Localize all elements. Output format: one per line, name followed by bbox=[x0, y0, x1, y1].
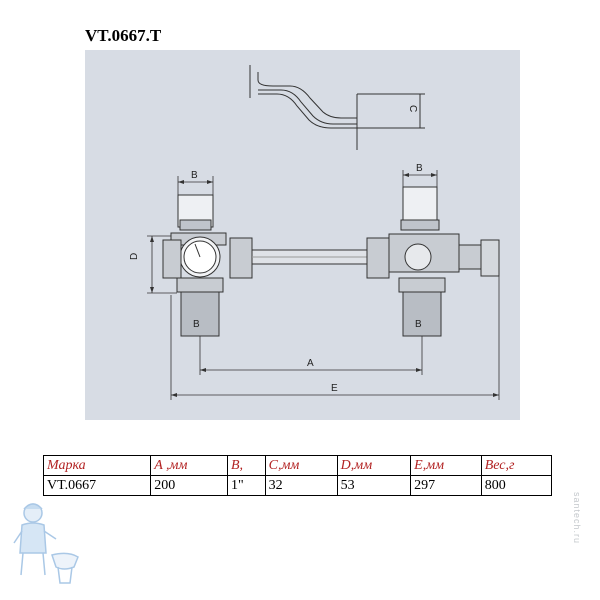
spec-table: Марка A ,мм B, C,мм D,мм E,мм Вес,г VT.0… bbox=[42, 455, 553, 496]
right-valve bbox=[366, 186, 500, 337]
header-cell: A ,мм bbox=[150, 455, 228, 476]
page-title: VT.0667.T bbox=[85, 26, 162, 45]
dimension-b-label-top-left: B bbox=[191, 170, 198, 181]
table-cell: 32 bbox=[264, 475, 338, 496]
header-cell: C,мм bbox=[264, 455, 338, 476]
header-cell: E,мм bbox=[410, 455, 482, 476]
spec-table-header: Марка A ,мм B, C,мм D,мм E,мм Вес,г bbox=[42, 455, 553, 476]
side-view-pipe bbox=[249, 65, 425, 150]
left-valve bbox=[162, 194, 253, 337]
dimension-lines bbox=[147, 170, 500, 400]
dimension-b-label-bottom-right: B bbox=[415, 319, 422, 330]
plumber-mascot-icon bbox=[13, 503, 79, 584]
table-cell: 200 bbox=[150, 475, 228, 496]
table-cell: 53 bbox=[336, 475, 412, 496]
dimension-d-label: D bbox=[129, 253, 140, 260]
dimension-b-label-bottom-left: B bbox=[193, 319, 200, 330]
table-cell: 800 bbox=[480, 475, 553, 496]
dimension-b-label-top-right: B bbox=[416, 163, 423, 174]
dimension-e-label: E bbox=[331, 383, 338, 394]
technical-drawing: C bbox=[85, 50, 520, 420]
table-cell: VT.0667 bbox=[42, 475, 152, 496]
header-cell: Вес,г bbox=[480, 455, 553, 476]
dimension-a-label: A bbox=[307, 358, 314, 369]
table-row: VT.0667 200 1" 32 53 297 800 bbox=[42, 475, 553, 496]
drawing-svg: C bbox=[129, 65, 500, 400]
table-cell: 297 bbox=[410, 475, 482, 496]
table-cell: 1" bbox=[226, 475, 266, 496]
header-cell: B, bbox=[226, 455, 266, 476]
plumber-mascot-logo bbox=[8, 495, 83, 595]
header-cell: Марка bbox=[42, 455, 152, 476]
watermark: santech.ru bbox=[572, 492, 582, 545]
header-cell: D,мм bbox=[336, 455, 412, 476]
dimension-arrows bbox=[150, 173, 499, 397]
connecting-pipe bbox=[251, 249, 368, 265]
dimension-c-label: C bbox=[407, 105, 418, 112]
